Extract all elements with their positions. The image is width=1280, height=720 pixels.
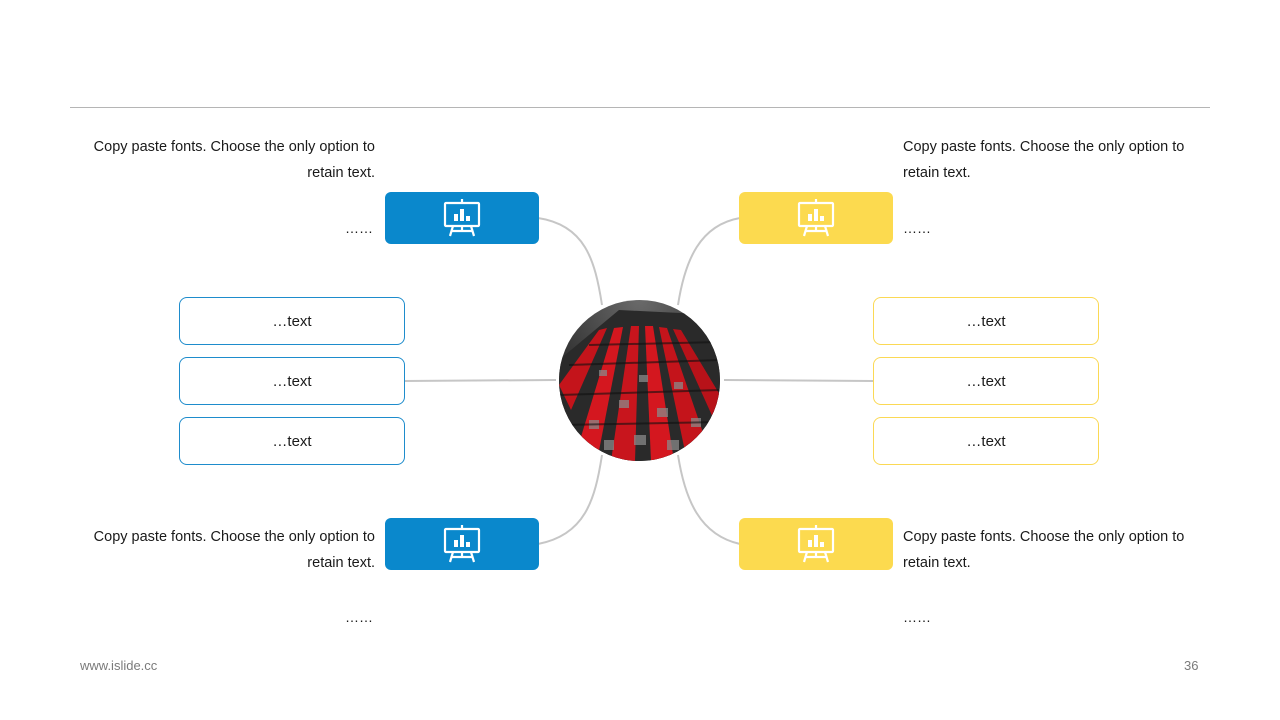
connector-right — [723, 379, 874, 382]
top-right-description: Copy paste fonts. Choose the only option… — [903, 139, 1185, 181]
right-box-1: …text — [873, 297, 1099, 345]
left-box-3: …text — [179, 417, 405, 465]
presentation-chart-icon — [797, 525, 835, 563]
presentation-chart-icon — [443, 525, 481, 563]
top-left-description: Copy paste fonts. Choose the only option… — [93, 139, 375, 181]
presentation-chart-icon — [797, 199, 835, 237]
connector-top-left — [537, 217, 603, 306]
left-box-1: …text — [179, 297, 405, 345]
hub-image — [559, 300, 720, 461]
top-right-ellipsis: …… — [903, 220, 931, 236]
connector-left — [404, 379, 557, 382]
bottom-left-description: Copy paste fonts. Choose the only option… — [93, 529, 375, 571]
top-right-tag — [739, 192, 893, 244]
top-left-ellipsis: …… — [345, 220, 373, 236]
bottom-right-description: Copy paste fonts. Choose the only option… — [903, 529, 1185, 571]
header-divider — [70, 107, 1210, 108]
connector-bottom-right — [677, 454, 741, 545]
bottom-right-tag — [739, 518, 893, 570]
presentation-chart-icon — [443, 199, 481, 237]
bottom-right-ellipsis: …… — [903, 609, 931, 625]
footer-url: www.islide.cc — [80, 658, 158, 673]
left-box-2: …text — [179, 357, 405, 405]
page-number: 36 — [1184, 658, 1199, 673]
bottom-left-tag — [385, 518, 539, 570]
bottom-left-ellipsis: …… — [345, 609, 373, 625]
right-box-2: …text — [873, 357, 1099, 405]
top-left-tag — [385, 192, 539, 244]
connector-bottom-left — [537, 454, 603, 545]
connector-top-right — [677, 217, 741, 306]
right-box-3: …text — [873, 417, 1099, 465]
